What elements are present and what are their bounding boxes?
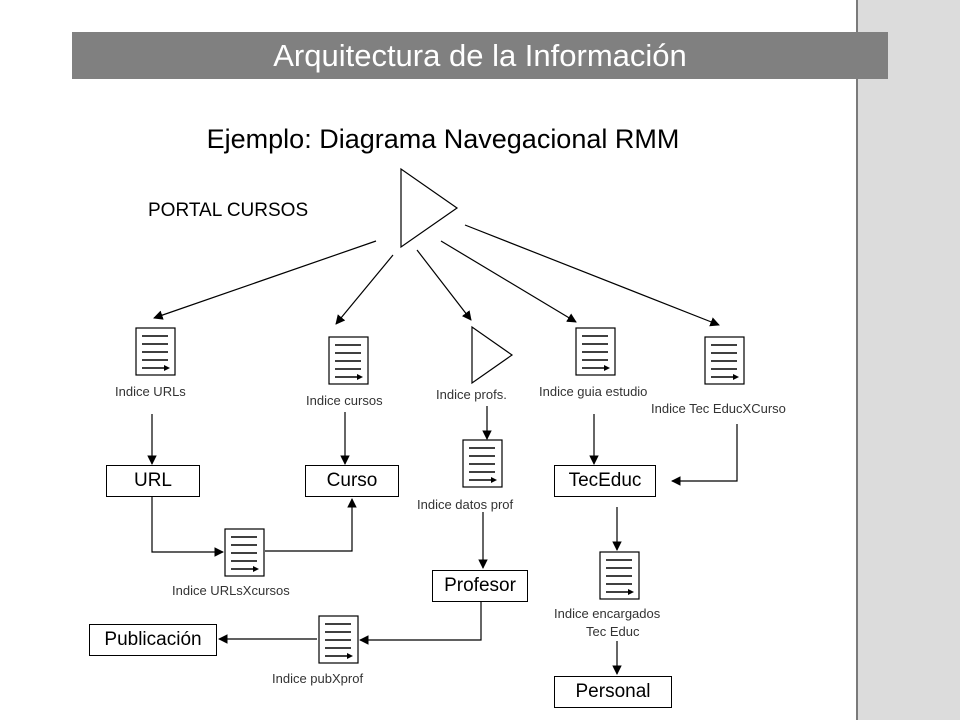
label-indice-guia: Indice guia estudio xyxy=(539,384,648,399)
arrow-tec-to-teceduc xyxy=(671,424,738,486)
entity-teceduc: TecEduc xyxy=(554,465,656,497)
arrow-root-to-tec xyxy=(464,224,720,327)
label-tec-educ: Tec Educ xyxy=(586,624,640,639)
arrow-root-to-guia xyxy=(440,240,577,323)
entity-personal: Personal xyxy=(554,676,672,708)
index-icon-guia xyxy=(575,327,616,376)
label-indice-profs: Indice profs. xyxy=(436,387,507,402)
index-icon-datos-prof xyxy=(462,439,503,488)
diagram-subtitle: Ejemplo: Diagrama Navegacional RMM xyxy=(206,124,680,154)
arrow-root-to-profs xyxy=(416,249,472,321)
arrow-urlsxcursos-to-curso xyxy=(265,498,357,552)
label-indice-urls: Indice URLs xyxy=(115,384,186,399)
label-indice-encargados: Indice encargados xyxy=(554,606,661,621)
entity-curso: Curso xyxy=(305,465,399,497)
label-indice-pubxprof: Indice pubXprof xyxy=(272,671,364,686)
root-label: PORTAL CURSOS xyxy=(148,200,309,221)
profs-triangle-icon xyxy=(471,325,514,385)
slide-title: Arquitectura de la Información xyxy=(72,32,888,79)
arrow-url-to-urlsxcursos xyxy=(151,497,224,557)
entity-url: URL xyxy=(106,465,200,497)
arrow-profesor-to-pubxprof xyxy=(359,602,482,645)
label-indice-tec: Indice Tec EducXCurso xyxy=(651,401,786,416)
arrow-root-to-urls xyxy=(153,240,377,320)
label-indice-urlsxcursos: Indice URLsXcursos xyxy=(172,583,290,598)
label-indice-datos-prof: Indice datos prof xyxy=(417,497,514,512)
index-icon-urlsxcursos xyxy=(224,528,265,577)
index-icon-pubxprof xyxy=(318,615,359,664)
entity-profesor: Profesor xyxy=(432,570,528,602)
entity-publicacion: Publicación xyxy=(89,624,217,656)
index-icon-cursos xyxy=(328,336,369,385)
portal-triangle-icon xyxy=(400,167,459,249)
navigation-diagram xyxy=(135,167,745,675)
index-icon-tec xyxy=(704,336,745,385)
side-panel xyxy=(856,0,960,720)
label-indice-cursos: Indice cursos xyxy=(306,393,383,408)
index-icon-urls xyxy=(135,327,176,376)
arrow-root-to-cursos xyxy=(335,254,394,325)
index-icon-encargados xyxy=(599,551,640,600)
